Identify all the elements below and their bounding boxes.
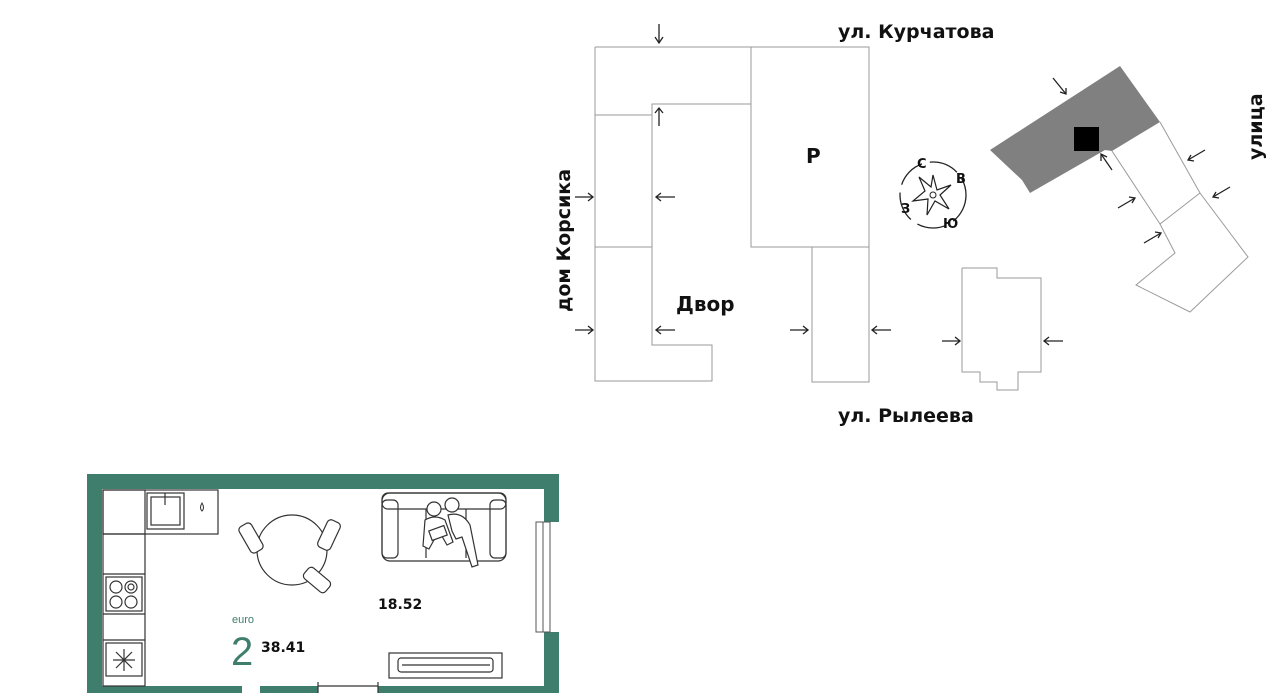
apartment-type-label: euro [232,614,254,626]
entrance-door [317,682,379,693]
compass-east: В [956,172,966,187]
floor-plan: euro 2 38.41 18.52 [87,474,559,693]
neighbor-building-label: дом Корсика [553,169,575,312]
kitchen-counter [102,489,219,687]
highlighted-building [990,66,1249,313]
sink-icon [146,492,185,530]
apartment-marker [1074,127,1099,151]
living-room-area: 18.52 [378,597,422,613]
building-outline-small [961,267,1042,391]
tv-stand-icon [388,652,503,679]
entrance-arrows [575,24,1231,346]
courtyard-label: Двор [676,292,735,316]
rooms-count: 2 [231,630,253,674]
fridge-snowflake-icon [105,642,143,677]
compass-south: Ю [943,217,958,232]
stove-icon [105,576,143,612]
water-drop-icon [200,502,204,512]
building-outline-main [594,46,870,383]
street-label-top: ул. Курчатова [838,21,994,43]
compass-north: С [917,157,927,172]
apartment-walls [87,474,559,693]
street-label-bottom: ул. Рылеева [838,405,974,427]
street-label-right: улица [1245,93,1267,160]
compass-rose-icon: С В Ю З [899,157,967,232]
site-plan: С В Ю З ул. Курчатова ул. Рылеева улица … [553,21,1267,427]
people-icon [422,497,479,568]
dining-table-icon [238,514,341,594]
total-area: 38.41 [261,640,305,656]
parking-label: P [806,144,821,168]
window [535,521,551,633]
compass-west: З [901,202,910,217]
